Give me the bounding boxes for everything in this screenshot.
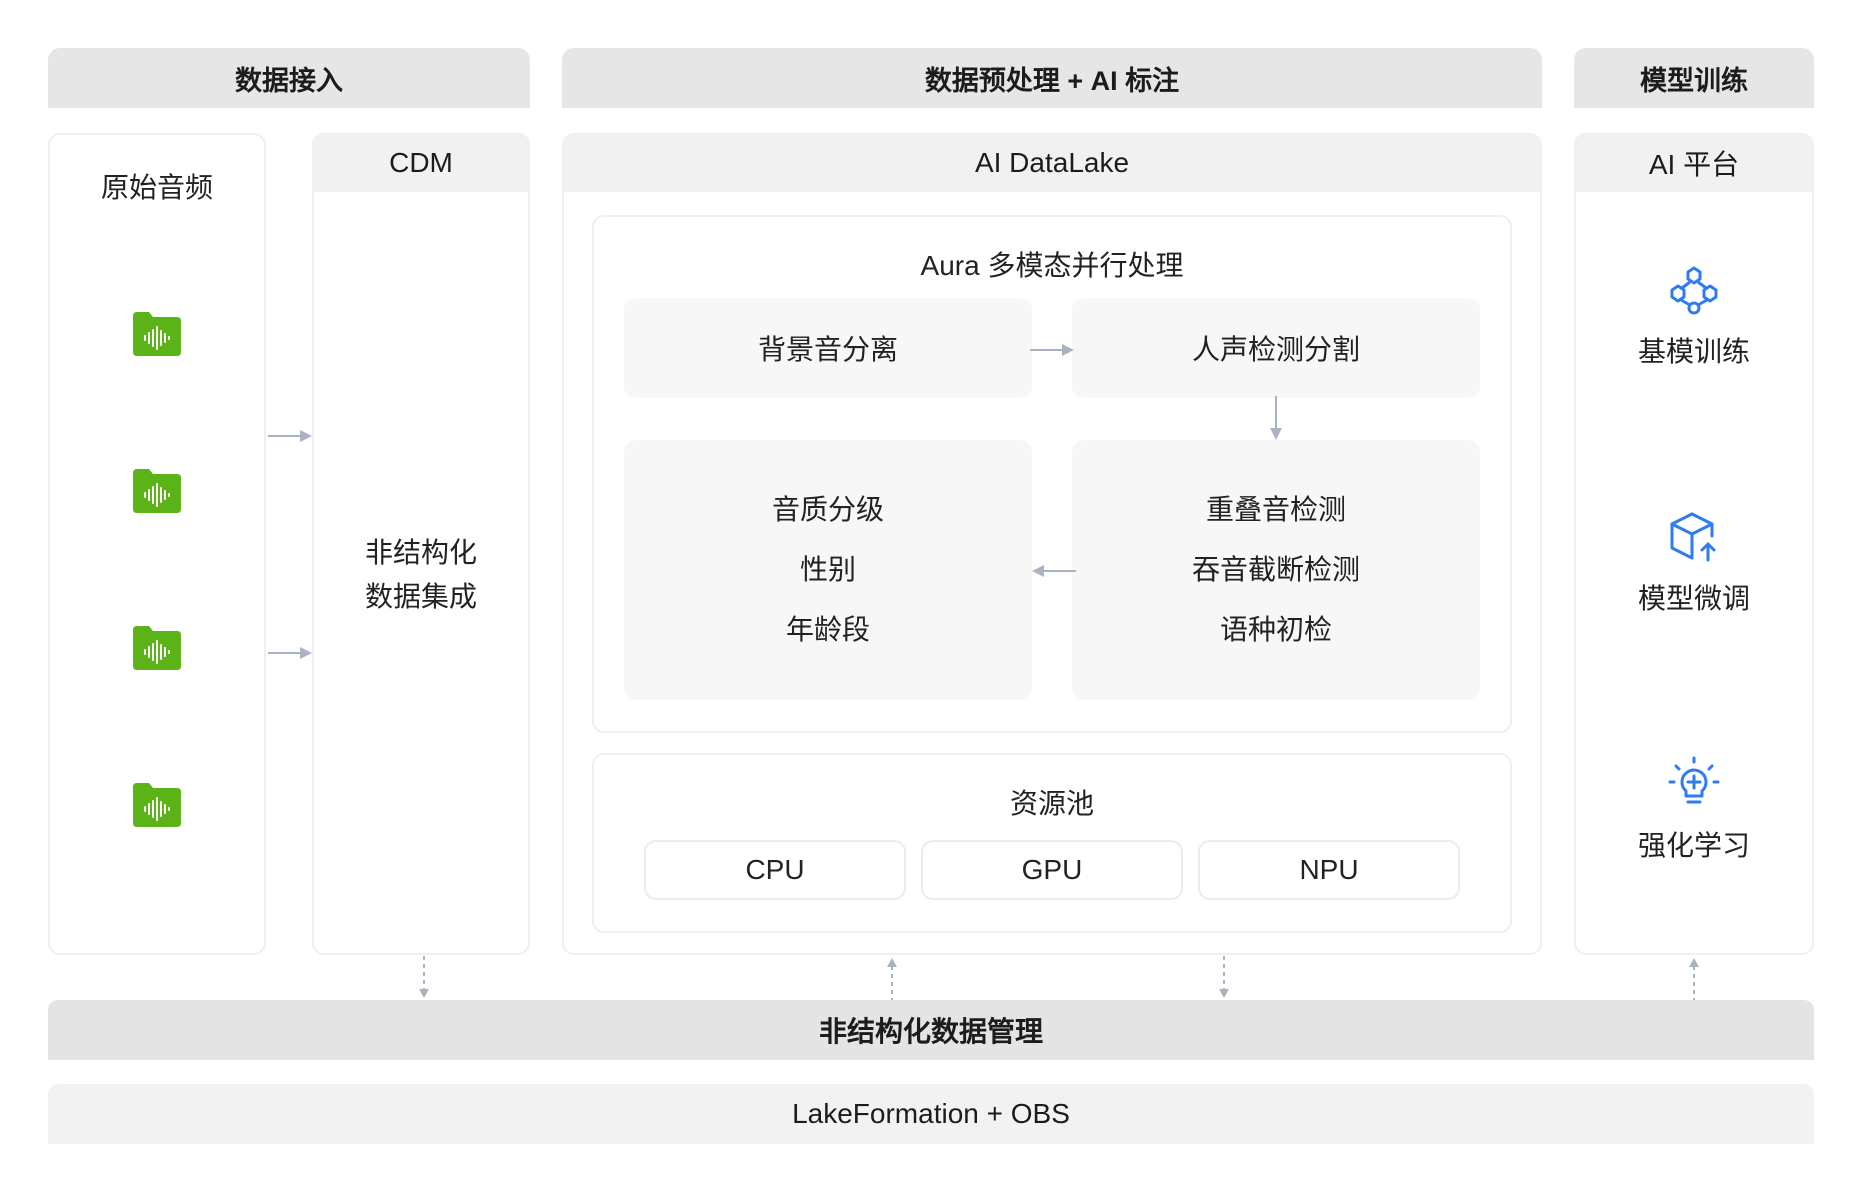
right-item-truncation: 吞音截断检测 [1191, 554, 1360, 585]
storage-label: LakeFormation + OBS [792, 1098, 1070, 1129]
datalake-title: AI DataLake [563, 134, 1541, 192]
header-data-ingest-label: 数据接入 [235, 65, 343, 96]
ai-platform-panel [1574, 133, 1814, 955]
aura-title: Aura 多模态并行处理 [920, 250, 1184, 281]
header-model-training-label: 模型训练 [1640, 65, 1748, 96]
raw-audio-panel [48, 133, 266, 955]
cdm-text-line1: 非结构化 [364, 537, 477, 568]
background-separation-box: 背景音分离 [624, 298, 1032, 398]
datalake-title-label: AI DataLake [974, 147, 1130, 178]
ai-platform-title-label: AI 平台 [1648, 149, 1740, 180]
left-item-quality: 音质分级 [771, 494, 884, 525]
dashed-arrow-up-icon [887, 958, 897, 1002]
audio-folder-icon [133, 312, 181, 356]
cdm-text-line2: 数据集成 [364, 581, 477, 612]
management-label: 非结构化数据管理 [818, 1016, 1043, 1047]
audio-folder-icon [133, 626, 181, 670]
right-item-language: 语种初检 [1219, 614, 1332, 645]
arrow-left-icon [1032, 565, 1076, 577]
audio-folder-icon [133, 783, 181, 827]
audio-folder-icon [133, 469, 181, 513]
dashed-arrow-down-icon [1219, 956, 1229, 998]
header-data-ingest: 数据接入 [48, 48, 530, 108]
right-item-overlap: 重叠音检测 [1205, 494, 1346, 525]
raw-audio-title: 原始音频 [100, 172, 213, 203]
resource-npu: NPU [1198, 840, 1460, 900]
lightbulb-icon [1668, 756, 1720, 804]
cdm-description: 非结构化 数据集成 [312, 530, 530, 620]
resource-pool-title: 资源池 [1009, 788, 1094, 819]
arrow-down-icon [1270, 396, 1282, 440]
cdm-title: CDM [313, 134, 529, 192]
dashed-arrow-up-icon [1689, 958, 1699, 1002]
ai-item-fine-tuning: 模型微调 [1637, 583, 1750, 614]
quality-classification-box: 音质分级 性别 年龄段 [624, 440, 1032, 700]
arrow-right-icon [268, 430, 312, 442]
cdm-panel [312, 133, 530, 955]
unstructured-data-management-bar: 非结构化数据管理 [48, 1000, 1814, 1060]
resource-cpu: CPU [644, 840, 906, 900]
arrow-right-icon [1030, 344, 1074, 356]
header-preprocess-label: 数据预处理 + AI 标注 [924, 65, 1180, 96]
arrow-right-icon [268, 647, 312, 659]
voice-segmentation-box: 人声检测分割 [1072, 298, 1480, 398]
ai-item-base-training: 基模训练 [1637, 336, 1750, 367]
dashed-arrow-down-icon [419, 956, 429, 998]
resource-gpu: GPU [921, 840, 1183, 900]
header-model-training: 模型训练 [1574, 48, 1814, 108]
ai-item-reinforcement-learning: 强化学习 [1637, 830, 1750, 861]
header-preprocess: 数据预处理 + AI 标注 [562, 48, 1542, 108]
overlap-detection-box: 重叠音检测 吞音截断检测 语种初检 [1072, 440, 1480, 700]
storage-bar: LakeFormation + OBS [48, 1084, 1814, 1144]
left-item-age: 年龄段 [785, 614, 870, 645]
ai-platform-title: AI 平台 [1575, 134, 1813, 192]
left-item-gender: 性别 [799, 554, 856, 585]
cdm-title-label: CDM [389, 147, 453, 178]
network-nodes-icon [1670, 266, 1718, 315]
cube-upload-icon [1670, 512, 1716, 562]
